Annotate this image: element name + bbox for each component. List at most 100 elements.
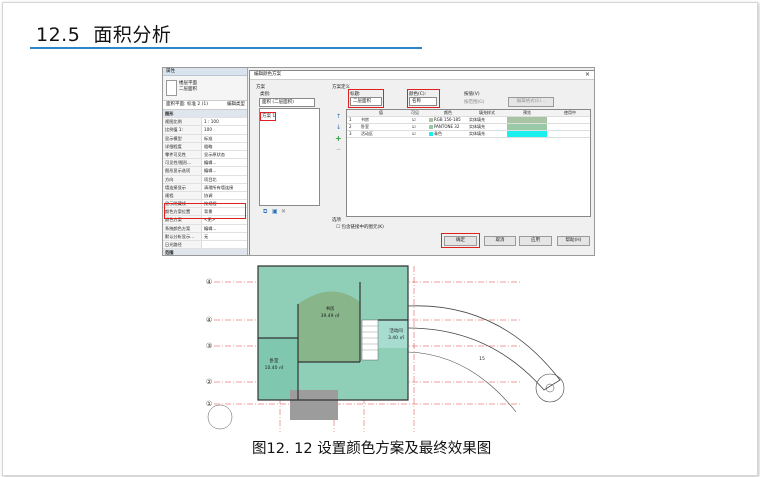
floor-plan-thumbnail-icon bbox=[166, 80, 177, 96]
visible-checkbox[interactable]: ☑ bbox=[412, 117, 416, 122]
walls bbox=[257, 265, 409, 401]
room-name-study: 书房 bbox=[326, 305, 335, 312]
move-up-icon[interactable]: ↑ bbox=[336, 113, 342, 120]
property-row[interactable]: 日光路径 bbox=[163, 241, 247, 250]
value-cell[interactable]: 书房 bbox=[361, 117, 369, 122]
duplicate-icon[interactable]: ⧉ bbox=[263, 208, 268, 215]
fill-pattern-cell[interactable]: 实体填充 bbox=[469, 131, 485, 136]
close-icon[interactable]: × bbox=[584, 71, 590, 78]
property-value[interactable]: 编辑... bbox=[201, 159, 247, 167]
spiral-stair-core bbox=[545, 383, 555, 393]
fill-pattern-cell[interactable]: 实体填充 bbox=[469, 117, 485, 122]
type-line-1: 楼层平面 bbox=[179, 81, 197, 86]
value-cell[interactable]: 卧室 bbox=[361, 124, 369, 129]
color-cell[interactable]: PANTONE 32 bbox=[429, 124, 467, 130]
property-value[interactable]: 编辑... bbox=[201, 224, 247, 232]
column-header: 可见 bbox=[411, 110, 419, 115]
spiral-stair bbox=[535, 373, 565, 403]
property-value[interactable]: 标准 bbox=[201, 134, 247, 142]
property-row[interactable]: 可见性/图形...编辑... bbox=[163, 159, 247, 168]
property-row[interactable]: 墙连接显示清理所有墙连接 bbox=[163, 183, 247, 192]
help-button[interactable]: 帮助(H) bbox=[557, 236, 590, 246]
stair-shaft bbox=[290, 390, 338, 420]
room-area-activity: 3.40 ㎡ bbox=[388, 334, 404, 341]
room-name-activity: 活动间 bbox=[389, 327, 403, 334]
property-value[interactable]: 项目北 bbox=[201, 175, 247, 183]
type-selector[interactable]: 楼层平面 二层面积 bbox=[163, 76, 247, 101]
category-select[interactable]: 面积 (二层面积) bbox=[259, 98, 315, 107]
property-value[interactable] bbox=[201, 241, 247, 249]
color-label: 颜色(C): bbox=[409, 92, 427, 97]
property-row[interactable]: 比例值 1: 100 bbox=[163, 126, 247, 135]
property-row[interactable]: 颜色方案位置 背景 bbox=[163, 208, 247, 217]
property-value[interactable]: 协调 bbox=[201, 191, 247, 200]
grid-bubble-4: ② bbox=[206, 378, 212, 386]
row-number: 1 bbox=[349, 117, 352, 122]
heading-underline bbox=[30, 47, 422, 49]
edit-format-button[interactable]: 编辑格式(E)... bbox=[508, 97, 554, 107]
property-value[interactable]: 背景 bbox=[201, 208, 247, 216]
property-row[interactable]: 视图比例 1 : 100 bbox=[163, 118, 247, 127]
revit-dialog-screenshot: 属性 楼层平面 二层面积 面积平面: 标准 2 (1) 编辑类型 图形 视图比例… bbox=[162, 67, 595, 256]
by-value-radio[interactable]: 按值(V) bbox=[464, 92, 480, 97]
property-row[interactable]: 显示模型 标准 bbox=[163, 134, 247, 143]
property-value[interactable]: 显示原状态 bbox=[201, 150, 247, 159]
property-row[interactable]: 系统颜色方案编辑... bbox=[163, 224, 247, 233]
property-row[interactable]: 默认分析显示...无 bbox=[163, 232, 247, 241]
color-cell[interactable]: 青色 bbox=[429, 131, 467, 137]
color-name: 青色 bbox=[434, 131, 442, 136]
color-cell[interactable]: RGB 156-185 bbox=[429, 117, 467, 123]
move-down-icon[interactable]: ↓ bbox=[336, 124, 342, 131]
add-value-icon[interactable]: + bbox=[335, 134, 342, 143]
property-value[interactable]: 1 : 100 bbox=[201, 118, 247, 126]
property-row[interactable]: 详细程度粗略 bbox=[163, 142, 247, 151]
include-links-checkbox[interactable]: ☐ 包含链接中的图元(K) bbox=[336, 225, 384, 230]
cancel-button[interactable]: 取消 bbox=[484, 236, 516, 246]
property-key: 显示模型 bbox=[165, 135, 182, 141]
property-value[interactable]: 粗略 bbox=[201, 142, 247, 150]
visible-checkbox[interactable]: ☑ bbox=[412, 131, 416, 136]
activity-room-fill bbox=[378, 320, 408, 348]
scheme-list[interactable]: 方案 1 bbox=[259, 108, 320, 206]
fill-pattern-cell[interactable]: 实体填充 bbox=[469, 124, 485, 129]
property-key: 比例值 1: bbox=[165, 127, 183, 133]
apply-button[interactable]: 应用 bbox=[519, 236, 552, 246]
property-value[interactable]: 无 bbox=[201, 232, 247, 240]
property-value[interactable]: 编辑... bbox=[201, 167, 247, 175]
category-label: 类别: bbox=[260, 92, 271, 97]
scheme-item[interactable]: 方案 1 bbox=[262, 114, 276, 119]
property-key: 规程 bbox=[165, 192, 174, 198]
include-links-label: 包含链接中的图元(K) bbox=[341, 225, 384, 230]
property-key: 颜色方案位置 bbox=[165, 209, 191, 215]
property-value[interactable]: <无> bbox=[201, 216, 247, 224]
delete-icon[interactable]: ✕ bbox=[281, 208, 287, 215]
property-row[interactable]: 图形显示选项编辑... bbox=[163, 167, 247, 176]
color-select[interactable]: 名称 bbox=[409, 97, 437, 106]
room-area-study: 39.49 ㎡ bbox=[321, 312, 340, 319]
filter-label: 面积平面: 标准 2 (1) bbox=[166, 102, 209, 107]
property-value[interactable]: 清理所有墙连接 bbox=[201, 183, 247, 191]
visible-checkbox[interactable]: ☑ bbox=[412, 124, 416, 129]
preview-swatch bbox=[507, 131, 547, 137]
title-input[interactable]: 二层面积 bbox=[350, 97, 382, 106]
property-value[interactable]: 100 bbox=[201, 126, 247, 134]
remove-value-icon[interactable]: − bbox=[336, 146, 342, 153]
value-cell[interactable]: 活动区 bbox=[361, 131, 373, 136]
rename-icon[interactable]: ▣ bbox=[272, 208, 278, 215]
room-name-bedroom: 卧室 bbox=[270, 357, 279, 364]
property-key: 视图比例 bbox=[165, 119, 182, 125]
by-range-radio[interactable]: 按范围(G) bbox=[464, 100, 485, 105]
column-header: 值 bbox=[379, 110, 383, 115]
property-row[interactable]: 零件可见性显示原状态 bbox=[163, 150, 247, 160]
ok-button[interactable]: 确定 bbox=[444, 236, 477, 246]
edit-type-button[interactable]: 编辑类型 bbox=[227, 102, 245, 107]
property-row[interactable]: 颜色方案<无> bbox=[163, 216, 247, 225]
color-swatch bbox=[429, 125, 433, 129]
property-row[interactable]: 方向项目北 bbox=[163, 175, 247, 184]
property-row[interactable]: 规程 协调 bbox=[163, 191, 247, 201]
properties-filter[interactable]: 面积平面: 标准 2 (1) 编辑类型 bbox=[163, 101, 247, 110]
property-key: 日光路径 bbox=[165, 242, 182, 247]
